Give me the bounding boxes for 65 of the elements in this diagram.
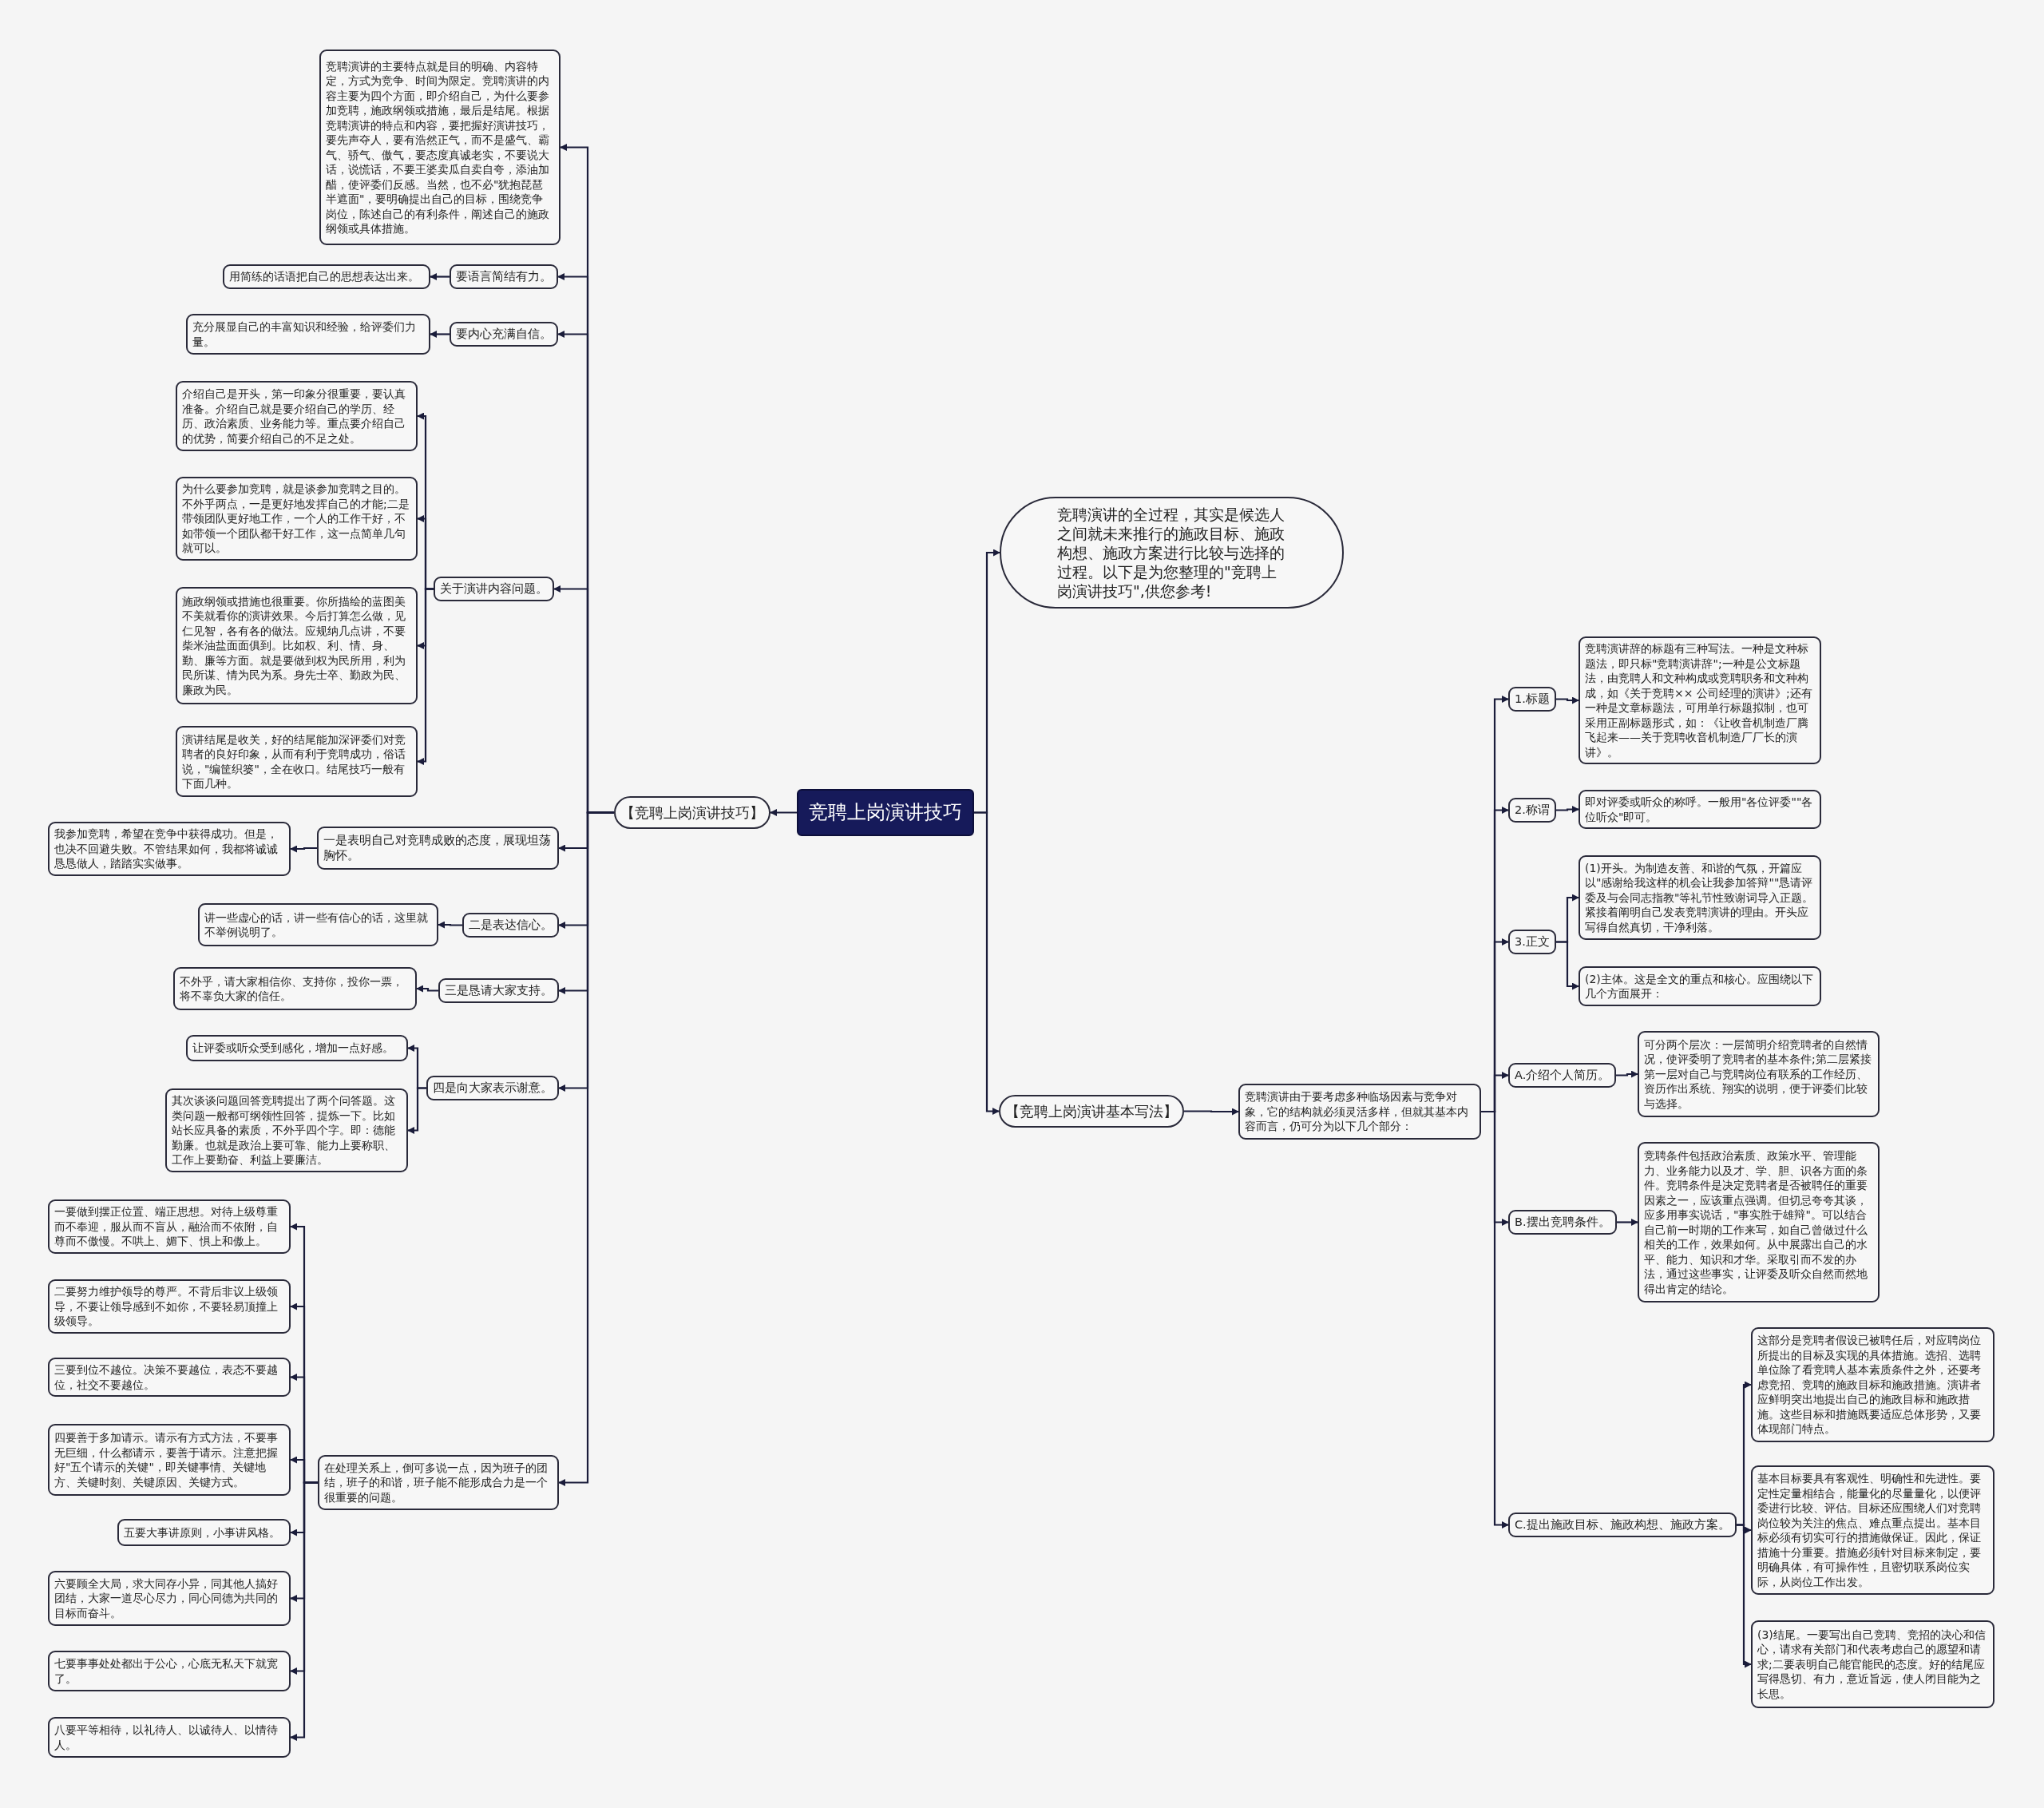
connector-arrow [1556, 941, 1579, 990]
topic-box: 四是向大家表示谢意。 [426, 1076, 559, 1100]
connector-arrow [1556, 696, 1579, 704]
connector-arrow [770, 809, 797, 816]
note-box: 竞聘演讲由于要考虑多种临场因素与竞争对象，它的结构就必须灵活多样，但就其基本内容而言，仍可分为以下几个部分： [1238, 1084, 1481, 1140]
connector-arrow [438, 921, 462, 929]
topic-box: 三是恳请大家支持。 [438, 978, 559, 1003]
note-box: 在处理关系上，倒可多说一点，因为班子的团结，班子的和谐，班子能不能形成合力是一个很重要的问题。 [318, 1455, 559, 1510]
note-box: 四要善于多加请示。请示有方式方法，不要事无巨细，什么都请示，要善于请示。注意把握好"五个请示的关键"，即关键事情、关键地方、关键时刻、关键原因、关键方式。 [48, 1424, 291, 1496]
topic-box: A.介绍个人简历。 [1508, 1063, 1617, 1088]
note-box: 竞聘条件包括政治素质、政策水平、管理能力、业务能力以及才、学、胆、识各方面的条件。竞聘条件是决定竞聘者是否被聘任的重要因素之一，应该重点强调。但切忌夸夸其谈，应多用事实说话，"事实胜于雄辩"。可以结合自己前一时期的工作来写，如自己曾做过什么相关的工作，效果如何。从中展露出自己的水平、能力、知识和才华。采取引而不发的办法，通过这些事实，让评委及听众自然而然地得出肯定的结论。 [1638, 1142, 1880, 1302]
note-box: 一要做到摆正位置、端正思想。对待上级尊重而不奉迎，服从而不盲从，融洽而不依附，自尊而不傲慢。不哄上、媚下、惧上和傲上。 [48, 1199, 291, 1254]
connector-arrow [290, 1481, 318, 1741]
note-box: 七要事事处处都出于公心，心底无私天下就宽了。 [48, 1651, 291, 1691]
note-box: (2)主体。这是全文的重点和核心。应围绕以下几个方面展开： [1579, 966, 1821, 1006]
connector-arrow [430, 331, 450, 338]
note-box: 八要平等相待，以礼待人、以诚待人、以情待人。 [48, 1717, 291, 1758]
note-box: 基本目标要具有客观性、明确性和先进性。要定性定量相结合，能量化的尽量量化，以便评委进行比较、评估。目标还应围绕人们对竞聘岗位较为关注的焦点、难点重点提出。基本目标必须有切实可行的措施做保证。因此，保证措施十分重要。措施必须针对目标来制定，要明确具体，有可操作性，且密切联系岗位实际，从岗位工作出发。 [1751, 1465, 1994, 1595]
connector-arrow [430, 273, 450, 280]
note-box: 即对评委或听众的称呼。一般用"各位评委""各位听众"即可。 [1579, 790, 1821, 829]
topic-box: 要内心充满自信。 [450, 322, 558, 347]
connector-arrow [1556, 806, 1579, 813]
branch-pill: 【竞聘上岗演讲技巧】 [614, 796, 770, 829]
connector-arrow [1184, 1108, 1239, 1116]
topic-box: 要语言简结有力。 [450, 264, 558, 289]
intro-bubble: 竞聘演讲的全过程，其实是候选人之间就未来推行的施政目标、施政构想、施政方案进行比较与选择的过程。以下是为您整理的"竞聘上岗演讲技巧",供您参考! [1000, 497, 1344, 609]
note-box: 讲一些虚心的话，讲一些有信心的话，这里就不举例说明了。 [198, 903, 438, 946]
topic-box: 二是表达信心。 [462, 913, 559, 938]
note-box: 可分两个层次：一层简明介绍竞聘者的自然情况，使评委明了竞聘者的基本条件;第二层紧接第一层对自己与竞聘岗位有联系的工作经历、资历作出系统、翔实的说明，便于评委们比较与选择。 [1638, 1031, 1880, 1117]
connector-arrow [416, 985, 438, 993]
note-box: 演讲结尾是收关，好的结尾能加深评委们对竞聘者的良好印象，从而有利于竞聘成功，俗话说，"编筐织篓"，全在收口。结尾技巧一般有下面几种。 [176, 726, 418, 797]
central-topic: 竞聘上岗演讲技巧 [797, 789, 974, 836]
note-box: 六要顾全大局，求大同存小异，同其他人搞好团结，大家一道尽心尽力，同心同德为共同的目标而奋斗。 [48, 1571, 291, 1626]
topic-box: 一是表明自己对竞聘成败的态度，展现坦荡胸怀。 [317, 827, 559, 870]
topic-box: 关于演讲内容问题。 [434, 577, 554, 601]
note-box: 竞聘演讲辞的标题有三种写法。一种是文种标题法，即只标"竞聘演讲辞";一种是公文标题法，由竞聘人和文种构成或竞聘职务和文种构成，如《关于竞聘×× 公司经理的演讲》;还有一种是文章标题法，可用单行标题拟制，也可采用正副标题形式，如：《让收音机制造厂腾飞起来——关于竞聘收音机制造厂厂长的演讲》。 [1579, 636, 1821, 764]
note-box: 我参加竞聘，希望在竞争中获得成功。但是，也决不回避失败。不管结果如何，我都将诚诚恳恳做人，踏踏实实做事。 [48, 822, 291, 876]
note-box: 为什么要参加竞聘，就是谈参加竞聘之目的。不外乎两点，一是更好地发挥自己的才能;二是带领团队更好地工作，一个人的工作干好，不如带领一个团队都干好工作，这一点简单几句就可以。 [176, 477, 418, 561]
connector-arrow [1616, 1070, 1638, 1078]
topic-box: 2.称谓 [1508, 798, 1556, 823]
note-box: (3)结尾。一要写出自己竞聘、竞招的决心和信心，请求有关部门和代表考虑自己的愿望和请求;二要表明自己能官能民的态度。好的结尾应写得恳切、有力，意近旨远，使人闭目能为之长思。 [1751, 1620, 1994, 1708]
branch-pill: 【竞聘上岗演讲基本写法】 [999, 1095, 1184, 1128]
note-box: 充分展显自己的丰富知识和经验，给评委们力量。 [186, 314, 430, 355]
note-box: 不外乎，请大家相信你、支持你，投你一票，将不辜负大家的信任。 [173, 967, 417, 1010]
topic-box: C.提出施政目标、施政构想、施政方案。 [1508, 1513, 1737, 1537]
note-box: 其次谈谈问题回答竞聘提出了两个问答题。这类问题一般都可纲领性回答，提炼一下。比如站长应具备的素质，不外乎四个字。即：德能勤廉。也就是政治上要可靠、能力上要称职、工作上要勤奋、利益上要廉洁。 [165, 1088, 408, 1172]
topic-box: 3.正文 [1508, 930, 1556, 954]
connector-arrow [1737, 1524, 1752, 1668]
note-box: 三要到位不越位。决策不要越位，表态不要越位，社交不要越位。 [48, 1358, 291, 1397]
connector-arrow [417, 588, 434, 765]
note-box: 让评委或听众受到感化，增加一点好感。 [186, 1035, 408, 1061]
note-box: (1)开头。为制造友善、和谐的气氛，开篇应以"感谢给我这样的机会让我参加答辩""恳请评委及与会同志指教"等礼节性致谢词导入正题。紧接着阐明自己发表竞聘演讲的理由。开头应写得自然真切，干净利落。 [1579, 855, 1821, 940]
connector-arrow [290, 845, 317, 853]
connector-arrow [1617, 1219, 1638, 1226]
connector-arrow [974, 811, 1000, 1115]
note-box: 五要大事讲原则，小事讲风格。 [117, 1519, 291, 1546]
note-box: 用简练的话语把自己的思想表达出来。 [223, 264, 430, 289]
connector-arrow [407, 1087, 426, 1134]
note-box: 这部分是竞聘者假设已被聘任后，对应聘岗位所提出的目标及实现的具体措施。选招、选聘单位除了看竞聘人基本素质条件之外，还要考虑竞招、竞聘的施政目标和施政措施。演讲者应鲜明突出地提出自己的施政目标和施政措施。这些目标和措施既要适应总体形势，又要体现部门特点。 [1751, 1327, 1994, 1442]
topic-box: B.摆出竞聘条件。 [1508, 1210, 1617, 1235]
note-box: 施政纲领或措施也很重要。你所描绘的蓝图美不美就看你的演讲效果。今后打算怎么做，见仁见智，各有各的做法。应规纳几点讲，不要柴米油盐面面俱到。比如权、利、情、身、勤、廉等方面。就是要做到权为民所用，利为民所谋、情为民为系。身先士卒、勤政为民、廉政为民。 [176, 587, 418, 704]
note-box: 二要努力维护领导的尊严。不背后非议上级领导，不要让领导感到不如你，不要轻易顶撞上级领导。 [48, 1279, 291, 1334]
note-box: 竞聘演讲的主要特点就是目的明确、内容特定，方式为竞争、时间为限定。竞聘演讲的内容主要为四个方面，即介绍自己，为什么要参加竞聘，施政纲领或措施，最后是结尾。根据竞聘演讲的特点和内容，要把握好演讲技巧，要先声夺人，要有浩然正气，而不是盛气、霸气、骄气、傲气，要态度真诚老实，不要说大话，说慌话，不要王婆卖瓜自卖自夸，添油加醋，使评委们反感。当然，也不必"犹抱琵琶半遮面"，要明确提出自己的目标，围绕竞争岗位，陈述自己的有利条件，阐述自己的施政纲领或具体措施。 [319, 50, 561, 245]
topic-box: 1.标题 [1508, 687, 1556, 712]
note-box: 介绍自己是开头，第一印象分很重要，要认真准备。介绍自己就是要介绍自己的学历、经历、政治素质、业务能力等。重点要介绍自己的优势，简要介绍自己的不足之处。 [176, 381, 418, 451]
